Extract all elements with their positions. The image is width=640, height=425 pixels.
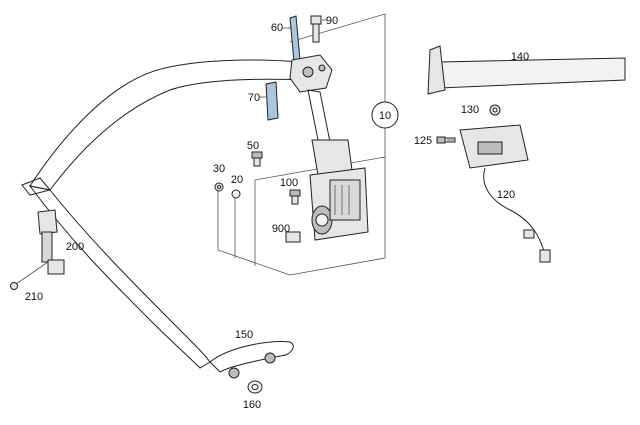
- control-module: [459, 124, 529, 169]
- part-200-buckle: [37, 209, 65, 275]
- part-20-spacer: [231, 189, 241, 199]
- callout-125: 125: [414, 135, 432, 147]
- callout-30: 30: [213, 163, 225, 175]
- upper-anchor: [289, 54, 333, 93]
- callout-60: 60: [271, 22, 283, 34]
- part-130-nut: [489, 104, 501, 116]
- part-210-bolt: [10, 261, 49, 290]
- part-150-rod: [209, 341, 294, 379]
- callout-900: 900: [272, 223, 290, 235]
- assembly-10-frame: [217, 13, 386, 276]
- part-90-bolt: [310, 15, 322, 43]
- retractor-strap: [307, 89, 331, 143]
- part-120-wiring-harness: [483, 167, 551, 263]
- callout-20: 20: [231, 174, 243, 186]
- callout-140: 140: [511, 51, 529, 63]
- callout-100: 100: [280, 177, 298, 189]
- callout-10: 10: [379, 110, 391, 122]
- part-50-bolt: [251, 151, 263, 167]
- callout-90: 90: [326, 15, 338, 27]
- part-100-bolt: [289, 189, 301, 205]
- seat-belt-webbing: [21, 59, 306, 369]
- callout-70: 70: [248, 92, 260, 104]
- part-60-guide-bracket: [288, 15, 301, 63]
- callout-150: 150: [235, 329, 253, 341]
- callout-10-circle: [371, 101, 399, 129]
- part-140-trim-panel: [427, 45, 626, 95]
- callout-200: 200: [66, 241, 84, 253]
- callout-130: 130: [461, 104, 479, 116]
- part-900-connector: [285, 231, 301, 243]
- callout-120: 120: [497, 189, 515, 201]
- callout-50: 50: [247, 140, 259, 152]
- retractor-unit: [309, 139, 369, 241]
- part-160-spacer: [247, 380, 263, 394]
- callout-210: 210: [25, 291, 43, 303]
- part-70-cover: [265, 81, 279, 121]
- part-30-washer: [214, 182, 224, 192]
- callout-160: 160: [243, 399, 261, 411]
